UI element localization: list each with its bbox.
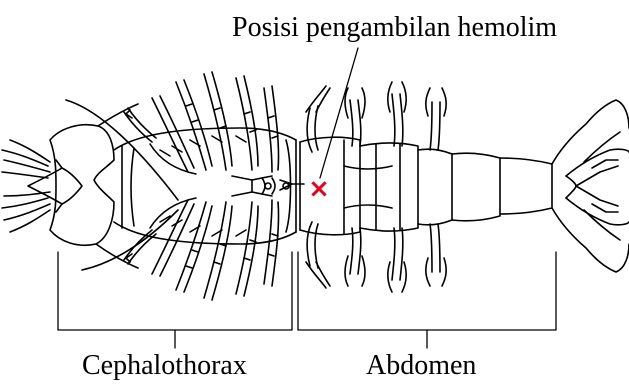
antennal-scale bbox=[28, 125, 114, 245]
thoracic-sternum bbox=[232, 176, 304, 196]
cephalothorax-label: Cephalothorax bbox=[82, 352, 247, 380]
walking-legs-lower bbox=[124, 200, 279, 300]
sampling-site-marker: × bbox=[308, 174, 330, 204]
sampling-site-pointer bbox=[320, 48, 358, 178]
abdomen-body bbox=[300, 137, 552, 235]
abdomen-label: Abdomen bbox=[366, 352, 476, 380]
cephalothorax-body bbox=[114, 128, 296, 244]
pleopods-upper bbox=[306, 82, 446, 152]
antennae-left bbox=[2, 140, 50, 232]
abdomen-bracket bbox=[298, 252, 556, 348]
walking-legs-upper bbox=[124, 72, 279, 172]
pleopods-lower bbox=[306, 222, 446, 292]
tail-fan bbox=[552, 100, 629, 272]
sampling-site-label: Posisi pengambilan hemolim bbox=[232, 14, 557, 42]
